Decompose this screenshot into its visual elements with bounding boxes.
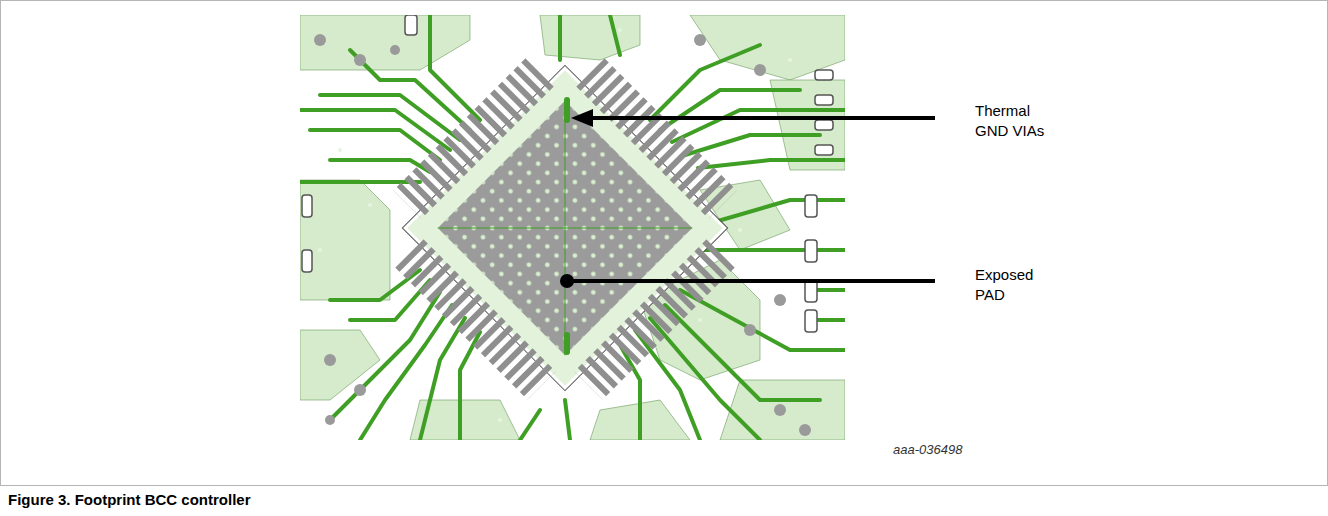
figure-frame (1, 1, 1328, 486)
leader-lines (560, 109, 935, 288)
callout-label: Exposed PAD (975, 265, 1059, 304)
figure-id: aaa-036498 (893, 442, 962, 459)
callout-label: Thermal GND VIAs (975, 101, 1059, 140)
figure-caption: Figure 3. Footprint BCC controller (8, 491, 251, 508)
pcb-layout (300, 15, 845, 440)
